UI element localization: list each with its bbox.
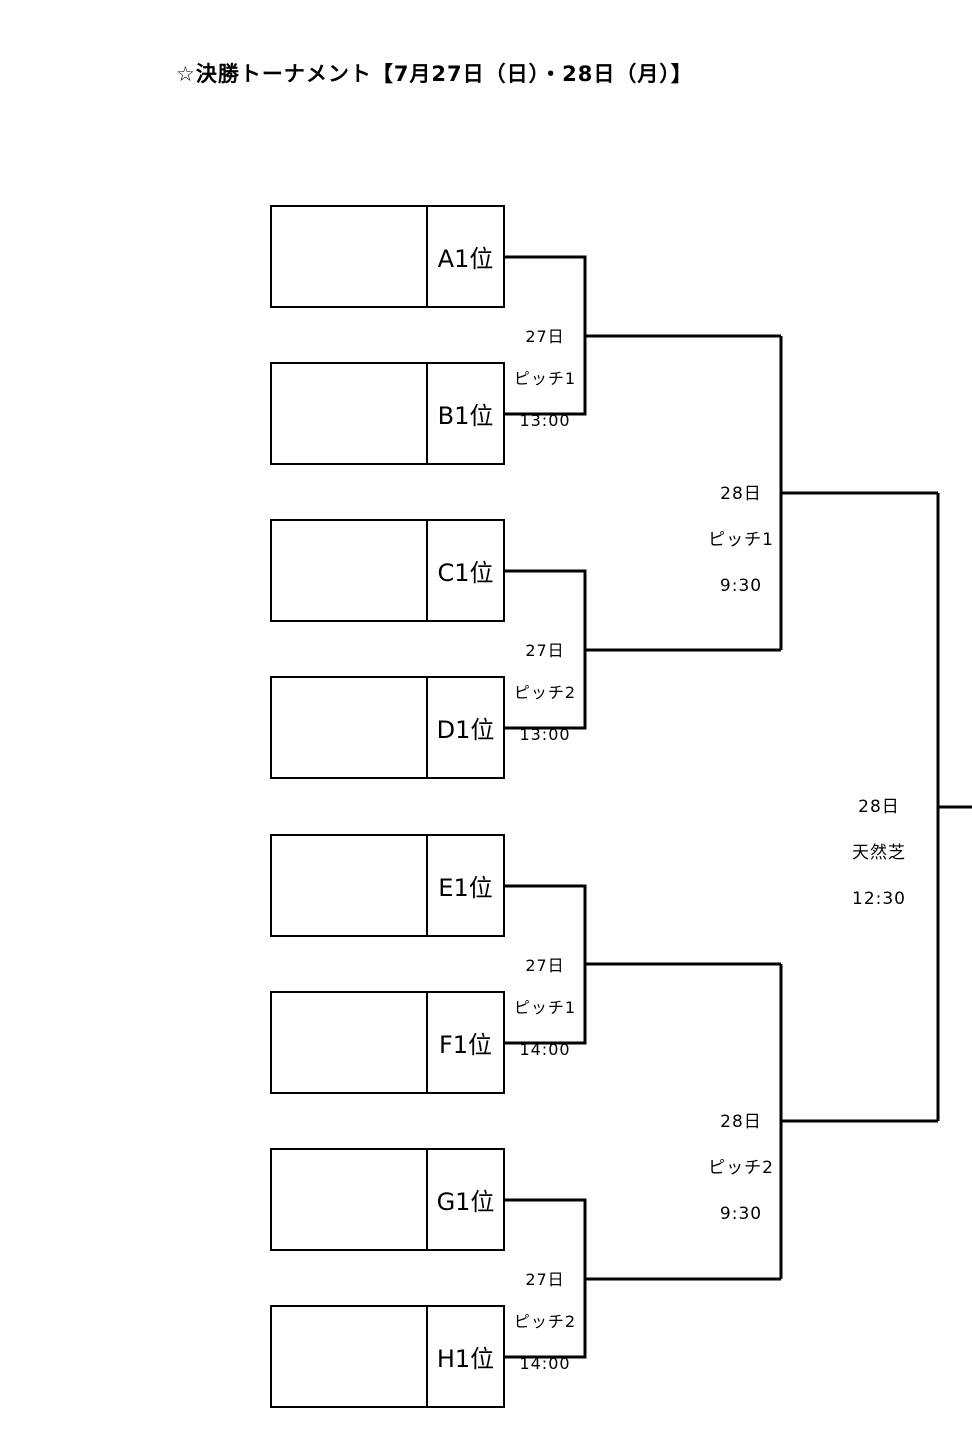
- match-venue: ピッチ2: [513, 1312, 577, 1331]
- match-time: 9:30: [719, 1204, 763, 1224]
- team-name-e: [272, 836, 428, 935]
- match-time: 9:30: [719, 576, 763, 596]
- match-info-r1-3: 27日 ピッチ1 14:00: [500, 934, 590, 1081]
- match-day: 27日: [525, 641, 565, 660]
- match-time: 14:00: [519, 1040, 571, 1059]
- match-venue: ピッチ1: [513, 998, 577, 1017]
- match-venue: ピッチ1: [708, 530, 774, 550]
- team-name-d: [272, 678, 428, 777]
- match-day: 27日: [525, 327, 565, 346]
- match-info-r1-4: 27日 ピッチ2 14:00: [500, 1248, 590, 1395]
- match-day: 28日: [858, 797, 900, 817]
- match-time: 14:00: [519, 1354, 571, 1373]
- team-name-f: [272, 993, 428, 1092]
- seed-label-e: E1位: [438, 874, 493, 902]
- seed-label-c: C1位: [437, 559, 494, 587]
- team-name-c: [272, 521, 428, 620]
- team-box-g: G1位: [270, 1148, 505, 1251]
- team-box-f: F1位: [270, 991, 505, 1094]
- team-name-g: [272, 1150, 428, 1249]
- match-info-sf-1: 28日 ピッチ1 9:30: [696, 460, 786, 621]
- match-day: 27日: [525, 956, 565, 975]
- match-time: 13:00: [519, 411, 571, 430]
- match-venue: ピッチ1: [513, 369, 577, 388]
- match-venue: 天然芝: [852, 843, 906, 863]
- seed-label-d: D1位: [436, 716, 495, 744]
- team-name-a: [272, 207, 428, 306]
- page-title: ☆決勝トーナメント【7月27日（日）・28日（月）】: [176, 62, 693, 86]
- match-info-r1-1: 27日 ピッチ1 13:00: [500, 305, 590, 452]
- match-time: 12:30: [852, 889, 906, 909]
- match-info-final: 28日 天然芝 12:30: [834, 773, 924, 934]
- match-venue: ピッチ2: [513, 683, 577, 702]
- team-box-a: A1位: [270, 205, 505, 308]
- team-name-h: [272, 1307, 428, 1406]
- match-day: 27日: [525, 1270, 565, 1289]
- team-name-b: [272, 364, 428, 463]
- team-box-b: B1位: [270, 362, 505, 465]
- seed-label-a: A1位: [437, 245, 494, 273]
- seed-label-b: B1位: [437, 402, 494, 430]
- seed-label-h: H1位: [436, 1345, 495, 1373]
- match-info-r1-2: 27日 ピッチ2 13:00: [500, 619, 590, 766]
- team-box-d: D1位: [270, 676, 505, 779]
- match-info-sf-2: 28日 ピッチ2 9:30: [696, 1088, 786, 1249]
- match-day: 28日: [720, 484, 762, 504]
- seed-label-g: G1位: [436, 1188, 495, 1216]
- match-time: 13:00: [519, 725, 571, 744]
- match-day: 28日: [720, 1112, 762, 1132]
- match-venue: ピッチ2: [708, 1158, 774, 1178]
- team-box-c: C1位: [270, 519, 505, 622]
- seed-label-f: F1位: [438, 1031, 493, 1059]
- team-box-e: E1位: [270, 834, 505, 937]
- team-box-h: H1位: [270, 1305, 505, 1408]
